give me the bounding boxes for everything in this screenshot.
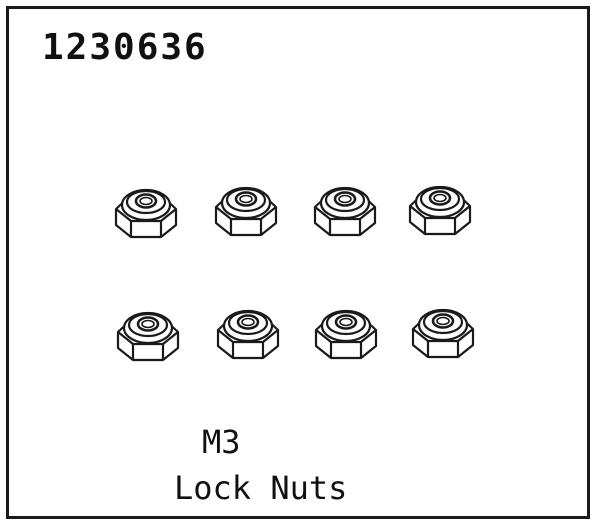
lock-nut-icon xyxy=(114,188,178,239)
lock-nut-icon xyxy=(314,309,378,360)
part-name-label: Lock Nuts xyxy=(174,469,348,507)
lock-nut-icon xyxy=(408,185,472,236)
lock-nut-icon xyxy=(313,186,377,237)
drawing-frame xyxy=(6,6,590,519)
part-number: 1230636 xyxy=(42,27,208,68)
lock-nut-icon xyxy=(411,308,475,359)
lock-nut-icon xyxy=(214,186,278,237)
lock-nut-icon xyxy=(216,309,280,360)
thread-size-label: M3 xyxy=(202,423,241,461)
lock-nut-icon xyxy=(116,311,180,362)
